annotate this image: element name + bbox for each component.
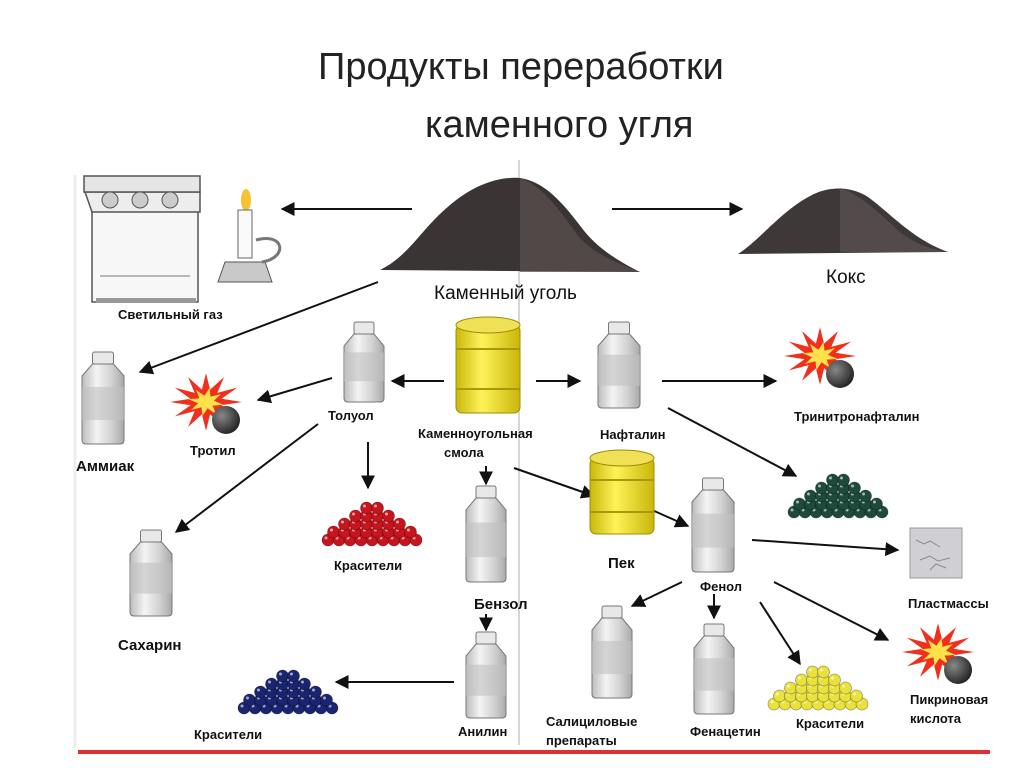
label-trinitronaphthalene: Тринитронафталин	[794, 407, 919, 426]
dyes-red-pile	[322, 502, 422, 546]
label-pitch: Пек	[608, 554, 635, 573]
label-saccharin: Сахарин	[118, 636, 182, 655]
label-coke: Кокс	[826, 268, 866, 287]
label-phenacetin: Фенацетин	[690, 722, 761, 741]
label-naphthalene: Нафталин	[600, 425, 666, 444]
label-coal: Каменный уголь	[434, 284, 577, 303]
arrow-phenol-to-plastics	[752, 540, 898, 550]
label-dyes-blue: Красители	[194, 725, 262, 744]
label-picric-line2: кислота	[910, 709, 988, 728]
bottle-naphthalene-icon	[598, 322, 640, 408]
explosion-picric-icon	[902, 623, 974, 684]
label-picric-line1: Пикриновая	[910, 690, 988, 709]
dyes-yellow-pile	[768, 666, 868, 710]
coke-heap	[738, 188, 948, 254]
explosion-trotyl-icon	[170, 373, 242, 434]
label-picric: Пикриновая кислота	[910, 690, 988, 728]
bottle-phenacetin-icon	[694, 624, 734, 714]
arrow-naphthalene-to-dyes	[668, 408, 796, 476]
label-salicyl-line2: препараты	[546, 731, 637, 750]
bottle-salicyl-icon	[592, 606, 632, 698]
label-tar-line2: смола	[418, 443, 533, 462]
label-salicyl: Салициловые препараты	[546, 712, 637, 750]
label-tar: Каменноугольная смола	[418, 424, 533, 462]
label-lighting-gas: Светильный газ	[118, 305, 223, 324]
label-benzene: Бензол	[474, 595, 528, 614]
label-tar-line1: Каменноугольная	[418, 424, 533, 443]
label-ammonia: Аммиак	[76, 457, 134, 476]
label-dyes-red: Красители	[334, 556, 402, 575]
bottle-ammonia-icon	[82, 352, 124, 444]
label-trotyl: Тротил	[190, 441, 236, 460]
bottle-aniline-icon	[466, 632, 506, 718]
bottle-toluene-icon	[344, 322, 384, 402]
bottle-phenol-icon	[692, 478, 734, 572]
arrow-toluene-to-trotyl	[258, 378, 332, 400]
tar-barrel-icon	[456, 317, 520, 413]
explosion-tnn-icon	[784, 327, 856, 388]
plastics-swatch	[910, 528, 962, 578]
gas-lamp-icon	[218, 189, 280, 282]
bottle-benzene-icon	[466, 486, 506, 582]
label-plastics: Пластмассы	[908, 594, 989, 613]
label-toluene: Толуол	[328, 406, 374, 425]
arrow-pitch-to-phenol	[652, 510, 688, 526]
stove-icon	[84, 176, 200, 303]
label-phenol: Фенол	[700, 577, 742, 596]
pitch-barrel-icon	[590, 450, 654, 534]
coal-heap	[380, 178, 640, 272]
label-salicyl-line1: Салициловые	[546, 712, 637, 731]
label-aniline: Анилин	[458, 722, 507, 741]
bottle-saccharin-icon	[130, 530, 172, 616]
arrow-phenol-to-picric	[774, 582, 888, 640]
label-dyes-yellow: Красители	[796, 714, 864, 733]
dyes-blue-pile	[238, 670, 338, 714]
arrow-tar-to-pitch	[514, 468, 594, 496]
dyes-green-pile	[788, 474, 888, 518]
arrow-phenol-to-salicyl	[632, 582, 682, 606]
arrow-phenol-to-yellow-dyes	[760, 602, 800, 664]
